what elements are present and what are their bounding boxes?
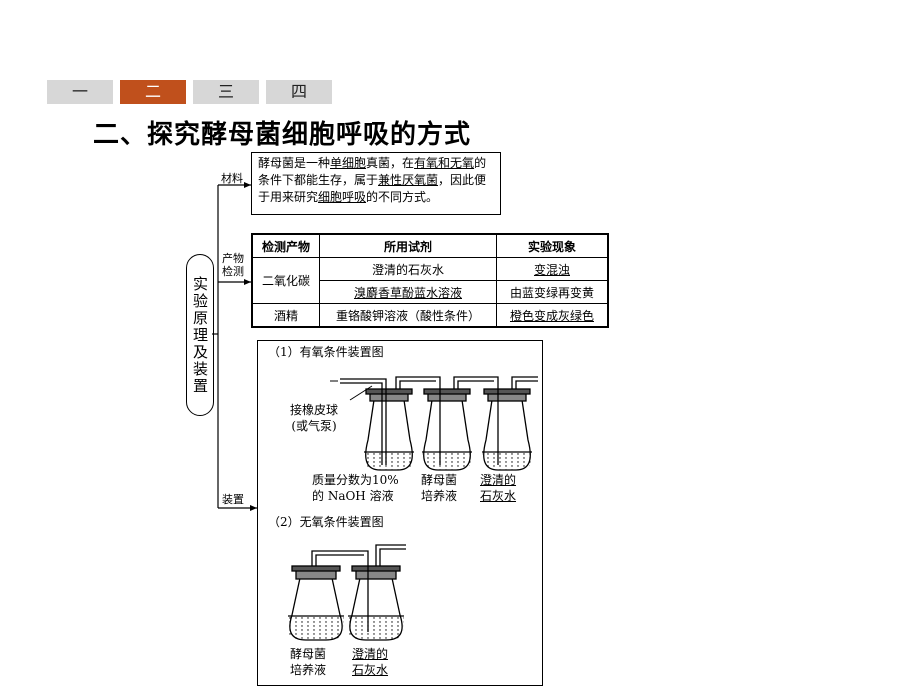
flask-naoh (364, 388, 414, 471)
limewater-label-line2: 石灰水 (352, 663, 389, 677)
material-text-segment: 单细胞 (330, 156, 367, 170)
material-text-segment: ，因此便于用来研究 (258, 173, 487, 204)
table-row: 酒精 重铬酸钾溶液（酸性条件） 橙色变成灰绿色 (251, 303, 609, 328)
tab-3[interactable]: 三 (193, 80, 259, 104)
limewater-label-aerobic: 澄清的 石灰水 (480, 472, 516, 504)
table-row: 溴麝香草酚蓝水溶液 由蓝变绿再变黄 (252, 280, 609, 304)
aerobic-title: （1）有氧条件装置图 (268, 345, 384, 359)
anaerobic-title: （2）无氧条件装置图 (268, 515, 384, 529)
flask-limewater-anaerobic (348, 565, 404, 641)
table-header-row: 检测产物 所用试剂 实验现象 (251, 233, 609, 258)
material-description: 酵母菌是一种单细胞真菌，在有氧和无氧的条件下都能生存，属于兼性厌氧菌，因此便于用… (251, 152, 501, 215)
flask-limewater-aerobic (482, 388, 532, 471)
naoh-label: 质量分数为10% 的 NaOH 溶液 (312, 472, 399, 504)
cell-reagent: 溴麝香草酚蓝水溶液 (319, 280, 497, 304)
material-text-segment: 的条件下都能生存，属于 (258, 156, 487, 187)
cell-reagent: 澄清的石灰水 (319, 257, 497, 281)
header-phenomenon: 实验现象 (496, 233, 609, 258)
material-text-segment: 真菌，在 (366, 156, 415, 170)
cell-phenomenon: 橙色变成灰绿色 (496, 303, 609, 328)
branch-detect-label: 产物检测 (222, 252, 244, 278)
table-row: 二氧化碳 澄清的石灰水 变混浊 (251, 257, 609, 304)
header-reagent: 所用试剂 (319, 233, 497, 258)
yeast-label-line1: 酵母菌 (421, 473, 458, 487)
detection-table: 检测产物 所用试剂 实验现象 二氧化碳 澄清的石灰水 变混浊 溴麝香草酚蓝水溶液… (251, 233, 609, 328)
pump-label: 接橡皮球 (或气泵) (290, 402, 338, 434)
yeast-label-anaerobic: 酵母菌 培养液 (290, 646, 326, 678)
material-text-segment: 有氧和无氧 (414, 156, 475, 170)
material-text-segment: 细胞呼吸 (318, 190, 367, 204)
limewater-label-anaerobic: 澄清的 石灰水 (352, 646, 388, 678)
pump-label-line2: (或气泵) (291, 419, 337, 433)
phenomenon-text: 橙色变成灰绿色 (509, 308, 594, 323)
flask-yeast-anaerobic (288, 565, 344, 641)
tab-4[interactable]: 四 (266, 80, 332, 104)
yeast-label-line1: 酵母菌 (290, 647, 327, 661)
flask-yeast-aerobic (422, 388, 472, 471)
limewater-label-line2: 石灰水 (480, 489, 517, 503)
cell-reagent: 重铬酸钾溶液（酸性条件） (319, 303, 497, 328)
cell-phenomenon: 由蓝变绿再变黄 (496, 280, 609, 304)
page-title: 二、探究酵母菌细胞呼吸的方式 (93, 120, 472, 150)
tab-1[interactable]: 一 (47, 80, 113, 104)
branch-material-label: 材料 (221, 172, 243, 185)
cell-phenomenon: 变混浊 (496, 257, 609, 281)
yeast-label-line2: 培养液 (290, 663, 327, 677)
branch-device-label: 装置 (222, 493, 244, 506)
yeast-label-aerobic: 酵母菌 培养液 (421, 472, 457, 504)
yeast-label-line2: 培养液 (421, 489, 458, 503)
mindmap-root: 实验原理及装置 (186, 254, 214, 416)
tab-2[interactable]: 二 (120, 80, 186, 104)
material-text-segment: 的不同方式。 (366, 190, 439, 204)
limewater-label-line1: 澄清的 (480, 473, 517, 487)
apparatus-panel (257, 340, 543, 686)
material-text: 酵母菌是一种单细胞真菌，在有氧和无氧的条件下都能生存，属于兼性厌氧菌，因此便于用… (258, 156, 486, 204)
naoh-label-line2: 的 NaOH 溶液 (312, 489, 394, 503)
naoh-label-line1: 质量分数为10% (312, 473, 399, 487)
limewater-label-line1: 澄清的 (352, 647, 389, 661)
cell-product: 二氧化碳 (251, 257, 320, 304)
material-text-segment: 酵母菌是一种 (258, 156, 331, 170)
pump-label-line1: 接橡皮球 (290, 403, 339, 417)
material-text-segment: 兼性厌氧菌 (378, 173, 439, 187)
